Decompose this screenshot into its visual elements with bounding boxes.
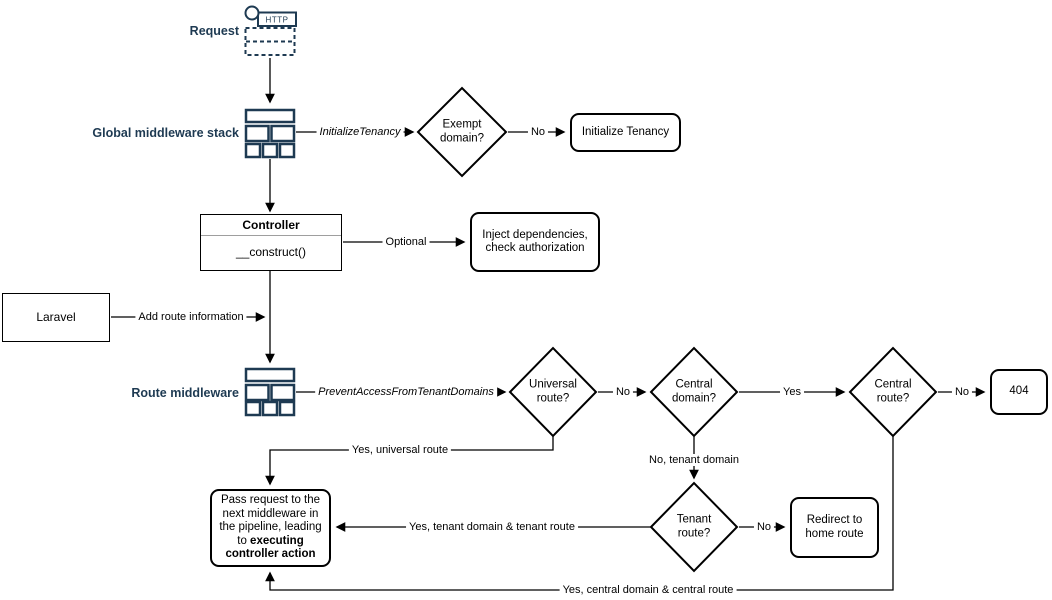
edge-label-initializetenancy: InitializeTenancy <box>316 126 404 138</box>
diamond-universal-route <box>508 346 598 438</box>
edge-label-universal-no: No <box>612 386 634 398</box>
controller-title: Controller <box>201 215 341 236</box>
request-label: Request <box>189 24 239 38</box>
diamond-central-domain <box>649 346 739 438</box>
edge-label-add-route-information: Add route information <box>135 311 247 323</box>
diamond-exempt-domain <box>416 86 508 178</box>
node-inject-dependencies: Inject dependencies, check authorization <box>470 212 600 272</box>
diamond-tenant-route <box>649 481 739 573</box>
edge-label-no-tenant-domain: No, tenant domain <box>646 454 742 466</box>
edge-label-yes-universal-route: Yes, universal route <box>348 444 452 456</box>
http-request-icon <box>244 5 297 56</box>
laravel-text: Laravel <box>36 309 76 324</box>
edge-label-optional: Optional <box>382 236 430 248</box>
global-middleware-stack-label: Global middleware stack <box>92 126 239 140</box>
pass-request-text: Pass request to the next middleware in t… <box>219 494 322 561</box>
edge-label-centraldomain-yes: Yes <box>780 386 804 398</box>
central-domain-text: Central domain? <box>671 378 717 405</box>
edge-label-exempt-no: No <box>527 126 549 138</box>
exempt-domain-text: Exempt domain? <box>439 118 485 145</box>
controller-method: __construct() <box>235 245 307 259</box>
redirect-home-text: Redirect to home route <box>805 514 864 540</box>
route-middleware-stack-icon <box>244 367 296 417</box>
pass-request-bold-text: executing controller action <box>225 534 316 561</box>
edge-label-centralroute-no: No <box>951 386 973 398</box>
edge-label-tenant-no: No <box>753 521 775 533</box>
node-redirect-home: Redirect to home route <box>790 497 879 558</box>
route-middleware-label: Route middleware <box>131 386 239 400</box>
node-initialize-tenancy: Initialize Tenancy <box>570 113 681 152</box>
404-text: 404 <box>1009 385 1029 398</box>
central-route-text: Central route? <box>874 378 912 405</box>
edge-label-yes-central-domain-route: Yes, central domain & central route <box>559 584 737 596</box>
node-pass-request: Pass request to the next middleware in t… <box>210 489 331 567</box>
http-badge-text: HTTP <box>265 15 289 24</box>
node-controller: Controller __construct() <box>200 214 342 271</box>
diamond-central-route <box>848 346 938 438</box>
tenant-route-text: Tenant route? <box>676 513 712 540</box>
node-404: 404 <box>990 369 1048 415</box>
edge-label-yes-tenant-domain-route: Yes, tenant domain & tenant route <box>406 521 578 533</box>
node-laravel: Laravel <box>2 293 110 342</box>
edge-label-preventaccess: PreventAccessFromTenantDomains <box>315 386 497 398</box>
initialize-tenancy-text: Initialize Tenancy <box>581 125 670 138</box>
inject-dependencies-text: Inject dependencies, check authorization <box>482 228 588 255</box>
universal-route-text: Universal route? <box>529 378 577 405</box>
global-middleware-stack-icon <box>244 108 296 159</box>
